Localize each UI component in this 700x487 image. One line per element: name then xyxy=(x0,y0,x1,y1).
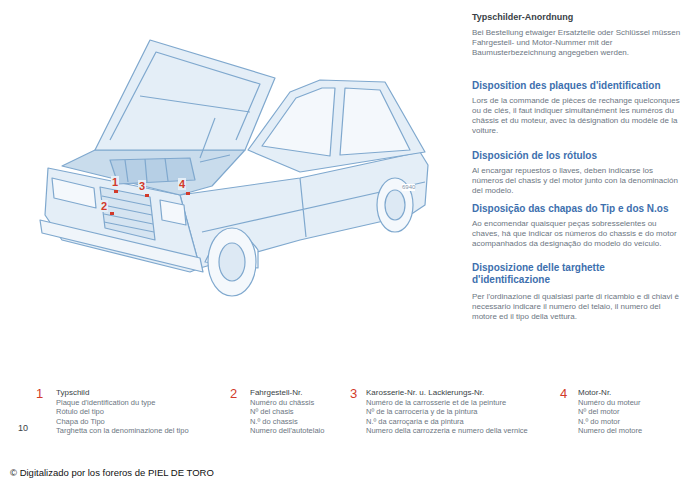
legend-text: N.º do chassis xyxy=(250,417,298,427)
body-text: Lors de la commande de pièces de rechang… xyxy=(472,96,684,136)
legend-text: Targhetta con la denominazione del tipo xyxy=(56,426,189,436)
legend-heading: Motor-Nr. xyxy=(578,388,611,398)
plate-marker xyxy=(186,192,190,195)
watermark: © Digitalizado por los foreros de PIEL D… xyxy=(10,467,214,478)
headlight xyxy=(52,178,96,208)
headlight xyxy=(160,200,186,225)
grille-bars xyxy=(102,196,154,232)
roof xyxy=(248,80,425,172)
legend-text: Rótulo del tipo xyxy=(56,407,104,417)
legend-text: N.º da carroçaria e da pintura xyxy=(366,417,464,427)
hood-panel xyxy=(110,52,260,140)
front-hub xyxy=(219,243,245,281)
callout-number: 1 xyxy=(111,176,119,188)
image-code: 6940 xyxy=(402,184,415,191)
body-text: Ao encomendar quaisquer peças sobressele… xyxy=(472,219,684,249)
legend-text: Numéro de la carrosserie et de la peintu… xyxy=(366,398,506,408)
car-body xyxy=(40,40,428,296)
legend-text: Numero dell'autotelaio xyxy=(250,426,324,436)
legend-text: Nº de la carrocería y de la pintura xyxy=(366,407,478,417)
body-text: Per l'ordinazione di qualsiasi parte di … xyxy=(472,292,684,322)
plate-markers xyxy=(110,190,190,215)
plate-marker xyxy=(110,212,114,215)
front-wheel xyxy=(208,228,256,296)
legend-text: Nº del motor xyxy=(578,407,620,417)
legend-heading: Karosserie-Nr. u. Lackierungs-Nr. xyxy=(366,388,484,398)
plate-marker xyxy=(114,190,118,193)
callout-number: 4 xyxy=(178,178,186,190)
callout-number: 3 xyxy=(350,387,357,400)
callout-number: 2 xyxy=(100,200,108,212)
legend-text: Numero della carrozzeria e numero della … xyxy=(366,426,528,436)
legend-text: Numero del motore xyxy=(578,426,642,436)
page-number: 10 xyxy=(18,423,28,433)
section-heading: Disposizione delle targhette d'identific… xyxy=(472,262,684,286)
bumper xyxy=(40,220,203,272)
hood-strut xyxy=(200,118,215,158)
body-text: Bei Bestellung etwaiger Ersatzteile oder… xyxy=(472,28,684,58)
legend-text: N.º do motor xyxy=(578,417,620,427)
rear-hub xyxy=(385,190,405,220)
legend-text: Plaque d'identification du type xyxy=(56,398,155,408)
callout-number: 1 xyxy=(36,387,43,400)
legend-text: Chapa do Tipo xyxy=(56,417,105,427)
window xyxy=(262,88,335,156)
section-heading: Disposition des plaques d'identification xyxy=(472,80,684,92)
legend-text: Numéro du châssis xyxy=(250,398,314,408)
page-heading: Typschilder-Anordnung xyxy=(472,12,684,23)
callout-number: 3 xyxy=(138,180,146,192)
body-text: Al encargar repuestos o llaves, deben in… xyxy=(472,166,684,196)
legend-text: Numéro du moteur xyxy=(578,398,641,408)
open-hood xyxy=(95,40,275,150)
section-heading: Disposição das chapas do Tip e dos N.os xyxy=(472,203,684,215)
grille xyxy=(100,187,155,240)
plate-marker xyxy=(145,194,149,197)
legend-heading: Fahrgestell-Nr. xyxy=(250,388,302,398)
section-heading: Disposición de los rótulos xyxy=(472,150,684,162)
callout-number: 2 xyxy=(230,387,237,400)
legend-text: Nº del chasis xyxy=(250,407,294,417)
callout-number: 4 xyxy=(560,387,567,400)
window xyxy=(340,88,410,155)
legend-heading: Typschild xyxy=(56,388,89,398)
